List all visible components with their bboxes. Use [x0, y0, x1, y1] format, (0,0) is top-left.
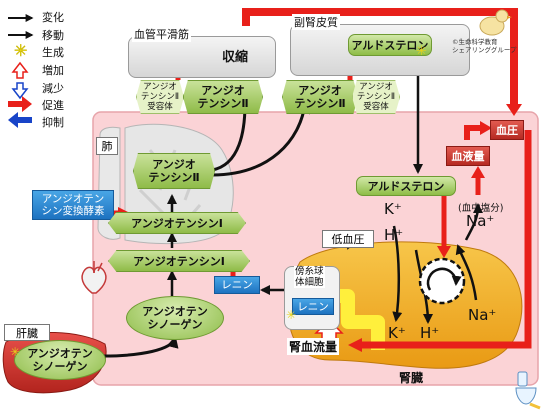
copyright-credit: ©生命科学教育 シェアリンググループ	[452, 38, 517, 54]
blood-angiotensin1: アンジオテンシンⅠ	[108, 250, 250, 272]
legend-generate: 生成	[42, 46, 64, 59]
receptor-left: アンジオ テンシンⅡ 受容体	[136, 80, 184, 114]
liver-label: 肝臓	[4, 324, 50, 341]
renin-star-icon: ✳	[286, 308, 297, 322]
blood-na-ion: Na⁺	[466, 212, 495, 230]
lung-angiotensin1: アンジオテンシンⅠ	[108, 212, 246, 234]
liver-star-icon: ✳	[10, 345, 21, 359]
blood-renin: レニン	[214, 276, 260, 294]
lung-label: 肺	[96, 137, 118, 155]
blood-salt-note: (血中塩分)	[458, 203, 504, 214]
ace-enzyme: アンジオテン シン変換酵素	[32, 190, 114, 220]
blood-volume: 血液量	[446, 146, 490, 166]
liver-angiotensinogen: アンジオテン シノーゲン	[14, 340, 106, 380]
kidney-k-ion: K⁺	[388, 324, 406, 342]
heart-icon	[81, 261, 107, 294]
kidney-na-ion: Na⁺	[468, 306, 497, 324]
blood-h-ion: H⁺	[384, 226, 404, 244]
legend-decrease: 減少	[42, 82, 64, 95]
blood-pressure: 血圧	[490, 120, 524, 140]
lung-angiotensin2: アンジオ テンシンⅡ	[133, 153, 215, 189]
angiotensin2-left: アンジオ テンシンⅡ	[183, 80, 263, 114]
blood-angiotensinogen: アンジオテン シノーゲン	[126, 296, 224, 340]
blood-aldosterone: アルドステロン	[356, 176, 456, 196]
kidney-h-ion: H⁺	[420, 324, 440, 342]
aldosterone-top: アルドステロン	[348, 34, 432, 56]
renal-flow-label: 腎血流量	[287, 338, 340, 355]
legend-promote: 促進	[42, 99, 64, 112]
contraction-label: 収縮	[222, 50, 249, 65]
legend-move: 移動	[42, 29, 64, 42]
vascular-muscle-box	[128, 36, 276, 78]
kidney-renin: レニン	[292, 298, 334, 315]
kidney-label: 腎臓	[399, 371, 424, 385]
legend-symbols: ✳	[8, 14, 34, 128]
angiotensin2-right: アンジオ テンシンⅡ	[282, 80, 358, 114]
bird-mascot-icon	[479, 9, 512, 36]
receptor-right: アンジオ テンシンⅡ 受容体	[352, 80, 400, 114]
legend-change: 変化	[42, 11, 64, 24]
low-bp-label: 低血圧	[322, 230, 374, 248]
legend-increase: 増加	[42, 64, 64, 77]
legend-suppress: 抑制	[42, 116, 64, 129]
toilet-icon	[515, 371, 541, 410]
adrenal-cortex-title: 副腎皮質	[292, 14, 340, 30]
jga-cell-label: 傍糸球 体細胞	[294, 266, 325, 288]
generate-star-icon: ✳	[416, 44, 427, 59]
vascular-muscle-title: 血管平滑筋	[132, 26, 191, 42]
blood-k-ion: K⁺	[384, 200, 402, 218]
svg-text:✳: ✳	[14, 41, 27, 60]
